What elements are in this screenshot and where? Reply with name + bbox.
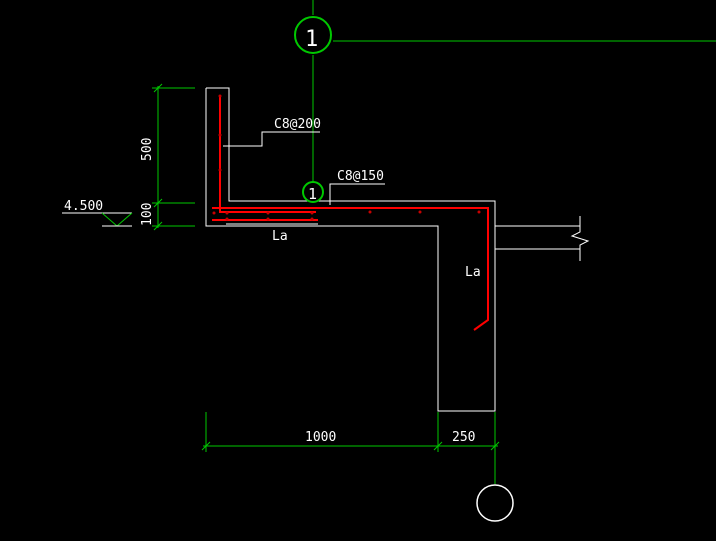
rebar-dot [218, 94, 222, 98]
vdim-tick-top [153, 83, 163, 93]
axis-1-top: 1 [294, 0, 716, 183]
concrete-outline [205, 87, 496, 412]
horizontal-dimension: 1000 250 [201, 412, 500, 452]
axis-1-bubble [294, 16, 332, 54]
rebar-dot [310, 217, 314, 221]
rebar-label-vertical: C8@200 [274, 117, 321, 132]
hdim-tick-mid [433, 441, 443, 451]
dim-wall-height: 500 [140, 138, 155, 161]
vdim-tick-bot [153, 221, 163, 231]
rebar-dot [225, 211, 229, 215]
rebar-dots [212, 94, 481, 221]
rebar-dot [218, 133, 222, 137]
axis-1-detail-label: 1 [308, 185, 317, 203]
dim-beam-width: 250 [452, 430, 475, 445]
elevation-triangle [101, 212, 133, 227]
dim-slab-thickness: 100 [140, 203, 155, 226]
bottom-axis-bubble [476, 484, 514, 522]
elevation-label: 4.500 [64, 199, 103, 214]
vertical-rebar [219, 96, 316, 213]
adjacent-slab [495, 216, 590, 261]
rebar-dot [310, 211, 314, 215]
parapet-and-slab-outline [205, 87, 496, 412]
callout-leader-horizontal [329, 183, 385, 205]
rebar-dot [225, 217, 229, 221]
rebar [212, 94, 489, 331]
elevation-marker: 4.500 [62, 199, 133, 227]
axis-1-detail: 1 [302, 181, 324, 203]
horizontal-top-rebar [212, 207, 489, 331]
rebar-dot [218, 168, 222, 172]
break-line-symbol [570, 216, 590, 261]
rebar-dot [418, 210, 422, 214]
rebar-callout-vertical: C8@200 [223, 117, 321, 147]
rebar-dot [212, 211, 216, 215]
rebar-dot [266, 211, 270, 215]
axis-1-detail-bubble [302, 181, 324, 203]
vertical-dimension: 500 100 [140, 83, 195, 231]
anchorage-label-horizontal: La [272, 229, 288, 244]
axis-1-label: 1 [305, 27, 318, 52]
rebar-dot [477, 210, 481, 214]
rebar-dot [368, 210, 372, 214]
hdim-tick-right [490, 441, 500, 451]
dim-slab-length: 1000 [305, 430, 336, 445]
bottom-axis [476, 452, 514, 522]
rebar-dot [266, 217, 270, 221]
callout-leader-vertical [223, 131, 320, 147]
anchorage-label-vertical: La [465, 265, 481, 280]
rebar-label-horizontal: C8@150 [337, 169, 384, 184]
hdim-tick-left [201, 441, 211, 451]
vdim-tick-mid [153, 198, 163, 208]
rebar-callout-horizontal: C8@150 [329, 169, 385, 205]
